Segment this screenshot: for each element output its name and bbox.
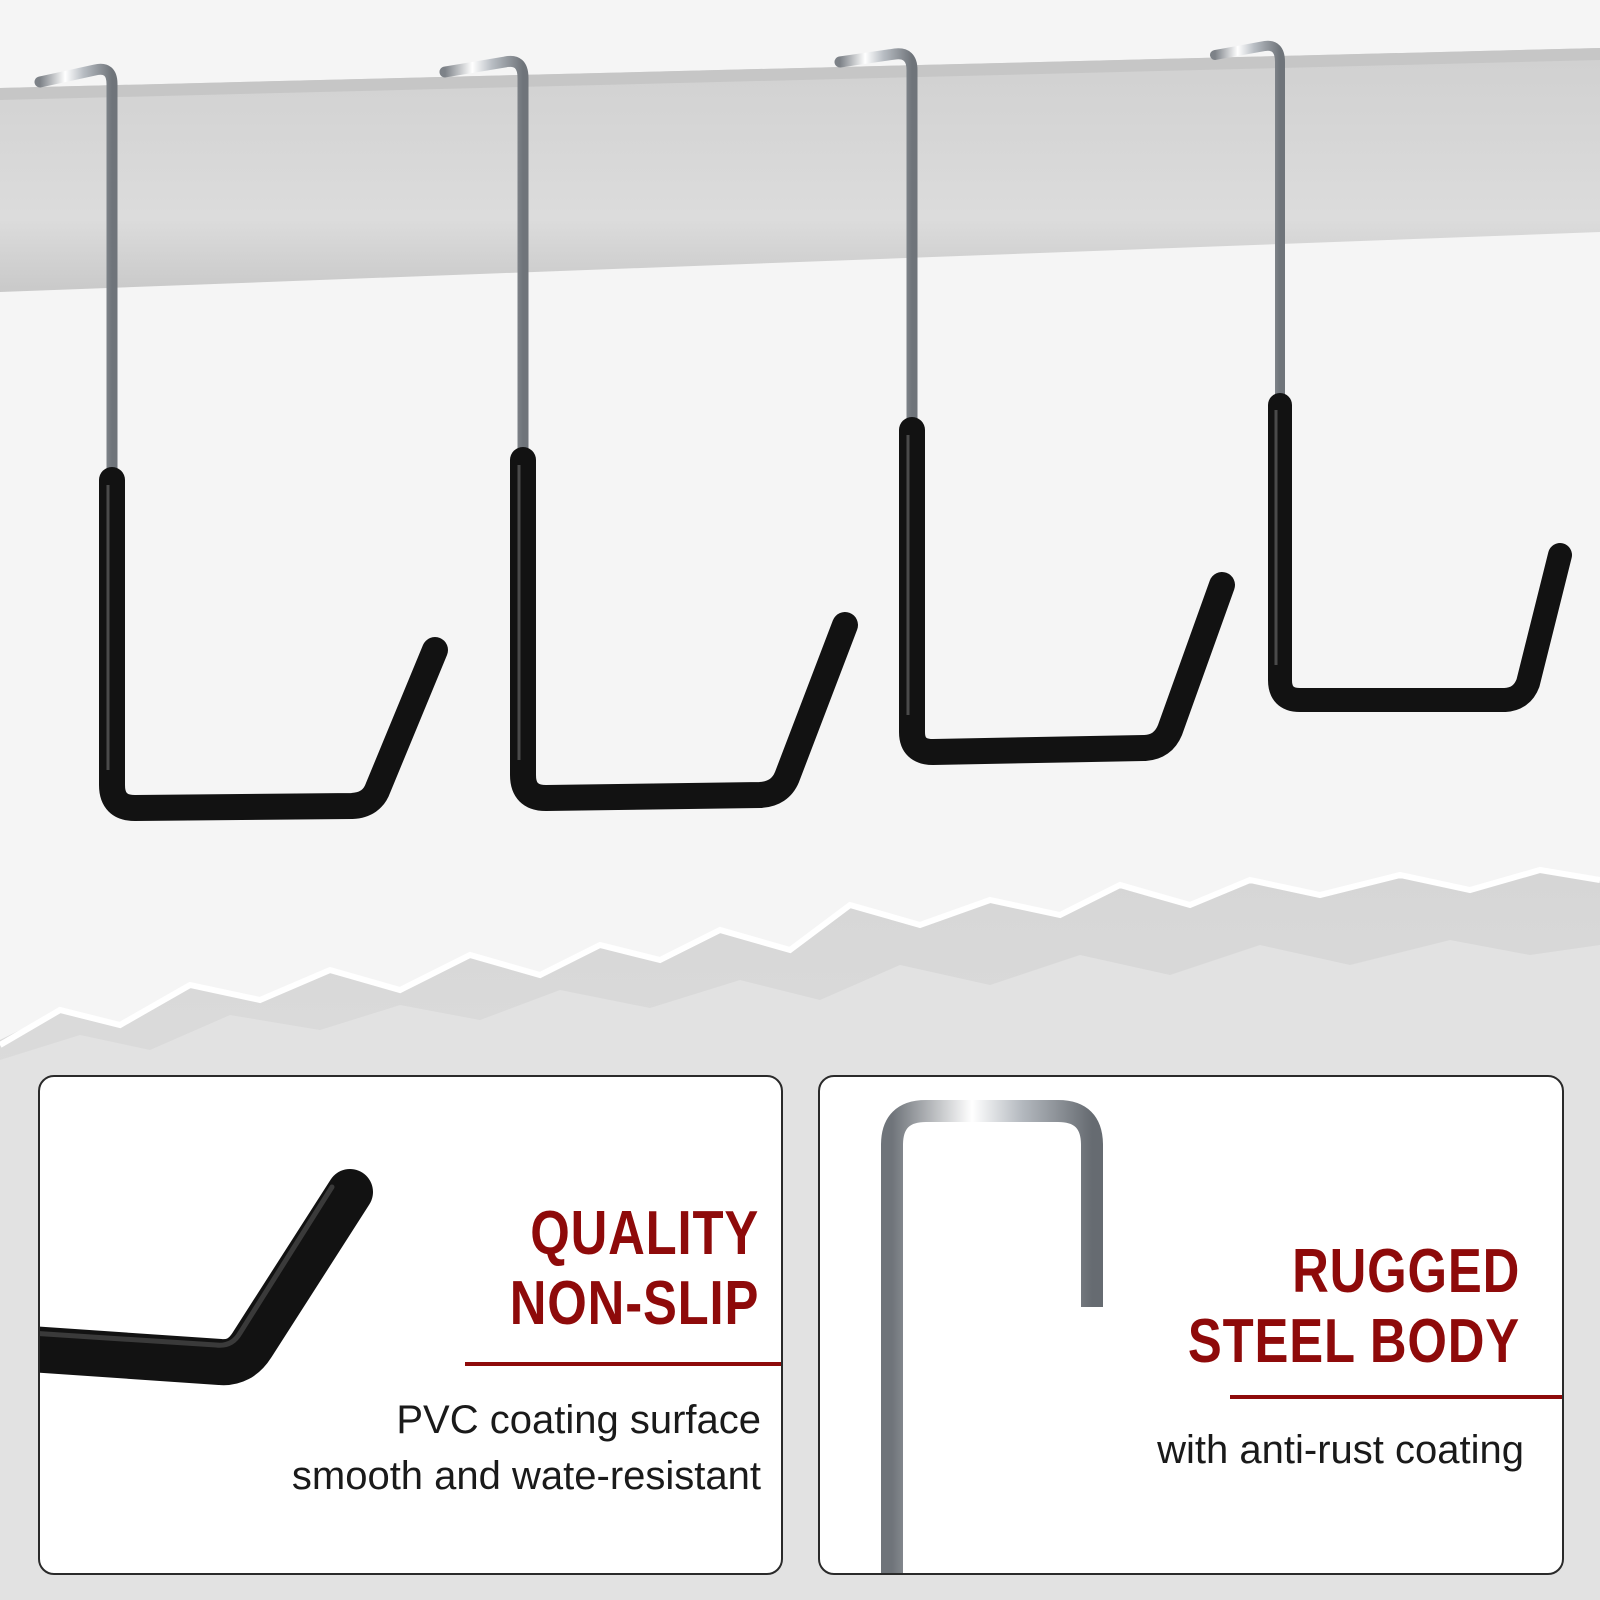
feature-description-line1: with anti-rust coating xyxy=(1157,1428,1524,1472)
pvc-coated-hook-tip-icon xyxy=(40,1169,373,1386)
steel-hook-bend-icon xyxy=(881,1100,1103,1573)
feature-divider xyxy=(1230,1395,1562,1399)
feature-card-non-slip: QUALITY NON-SLIP PVC coating surface smo… xyxy=(38,1075,783,1575)
storage-hook-3 xyxy=(834,48,1235,765)
mounting-rail xyxy=(0,48,1600,292)
feature-heading-line2: STEEL BODY xyxy=(1187,1307,1520,1376)
feature-divider xyxy=(465,1362,781,1366)
feature-heading-line2: NON-SLIP xyxy=(509,1269,759,1338)
feature-description-line2: smooth and wate-resistant xyxy=(291,1454,761,1498)
storage-hook-4 xyxy=(1210,40,1572,712)
feature-heading-line1: QUALITY xyxy=(530,1199,759,1268)
feature-description-line1: PVC coating surface xyxy=(396,1398,761,1442)
feature-heading-line1: RUGGED xyxy=(1291,1237,1520,1306)
storage-hook-2 xyxy=(439,55,858,811)
storage-hook-1 xyxy=(34,63,448,821)
feature-card-steel-body: RUGGED STEEL BODY with anti-rust coating xyxy=(818,1075,1564,1575)
